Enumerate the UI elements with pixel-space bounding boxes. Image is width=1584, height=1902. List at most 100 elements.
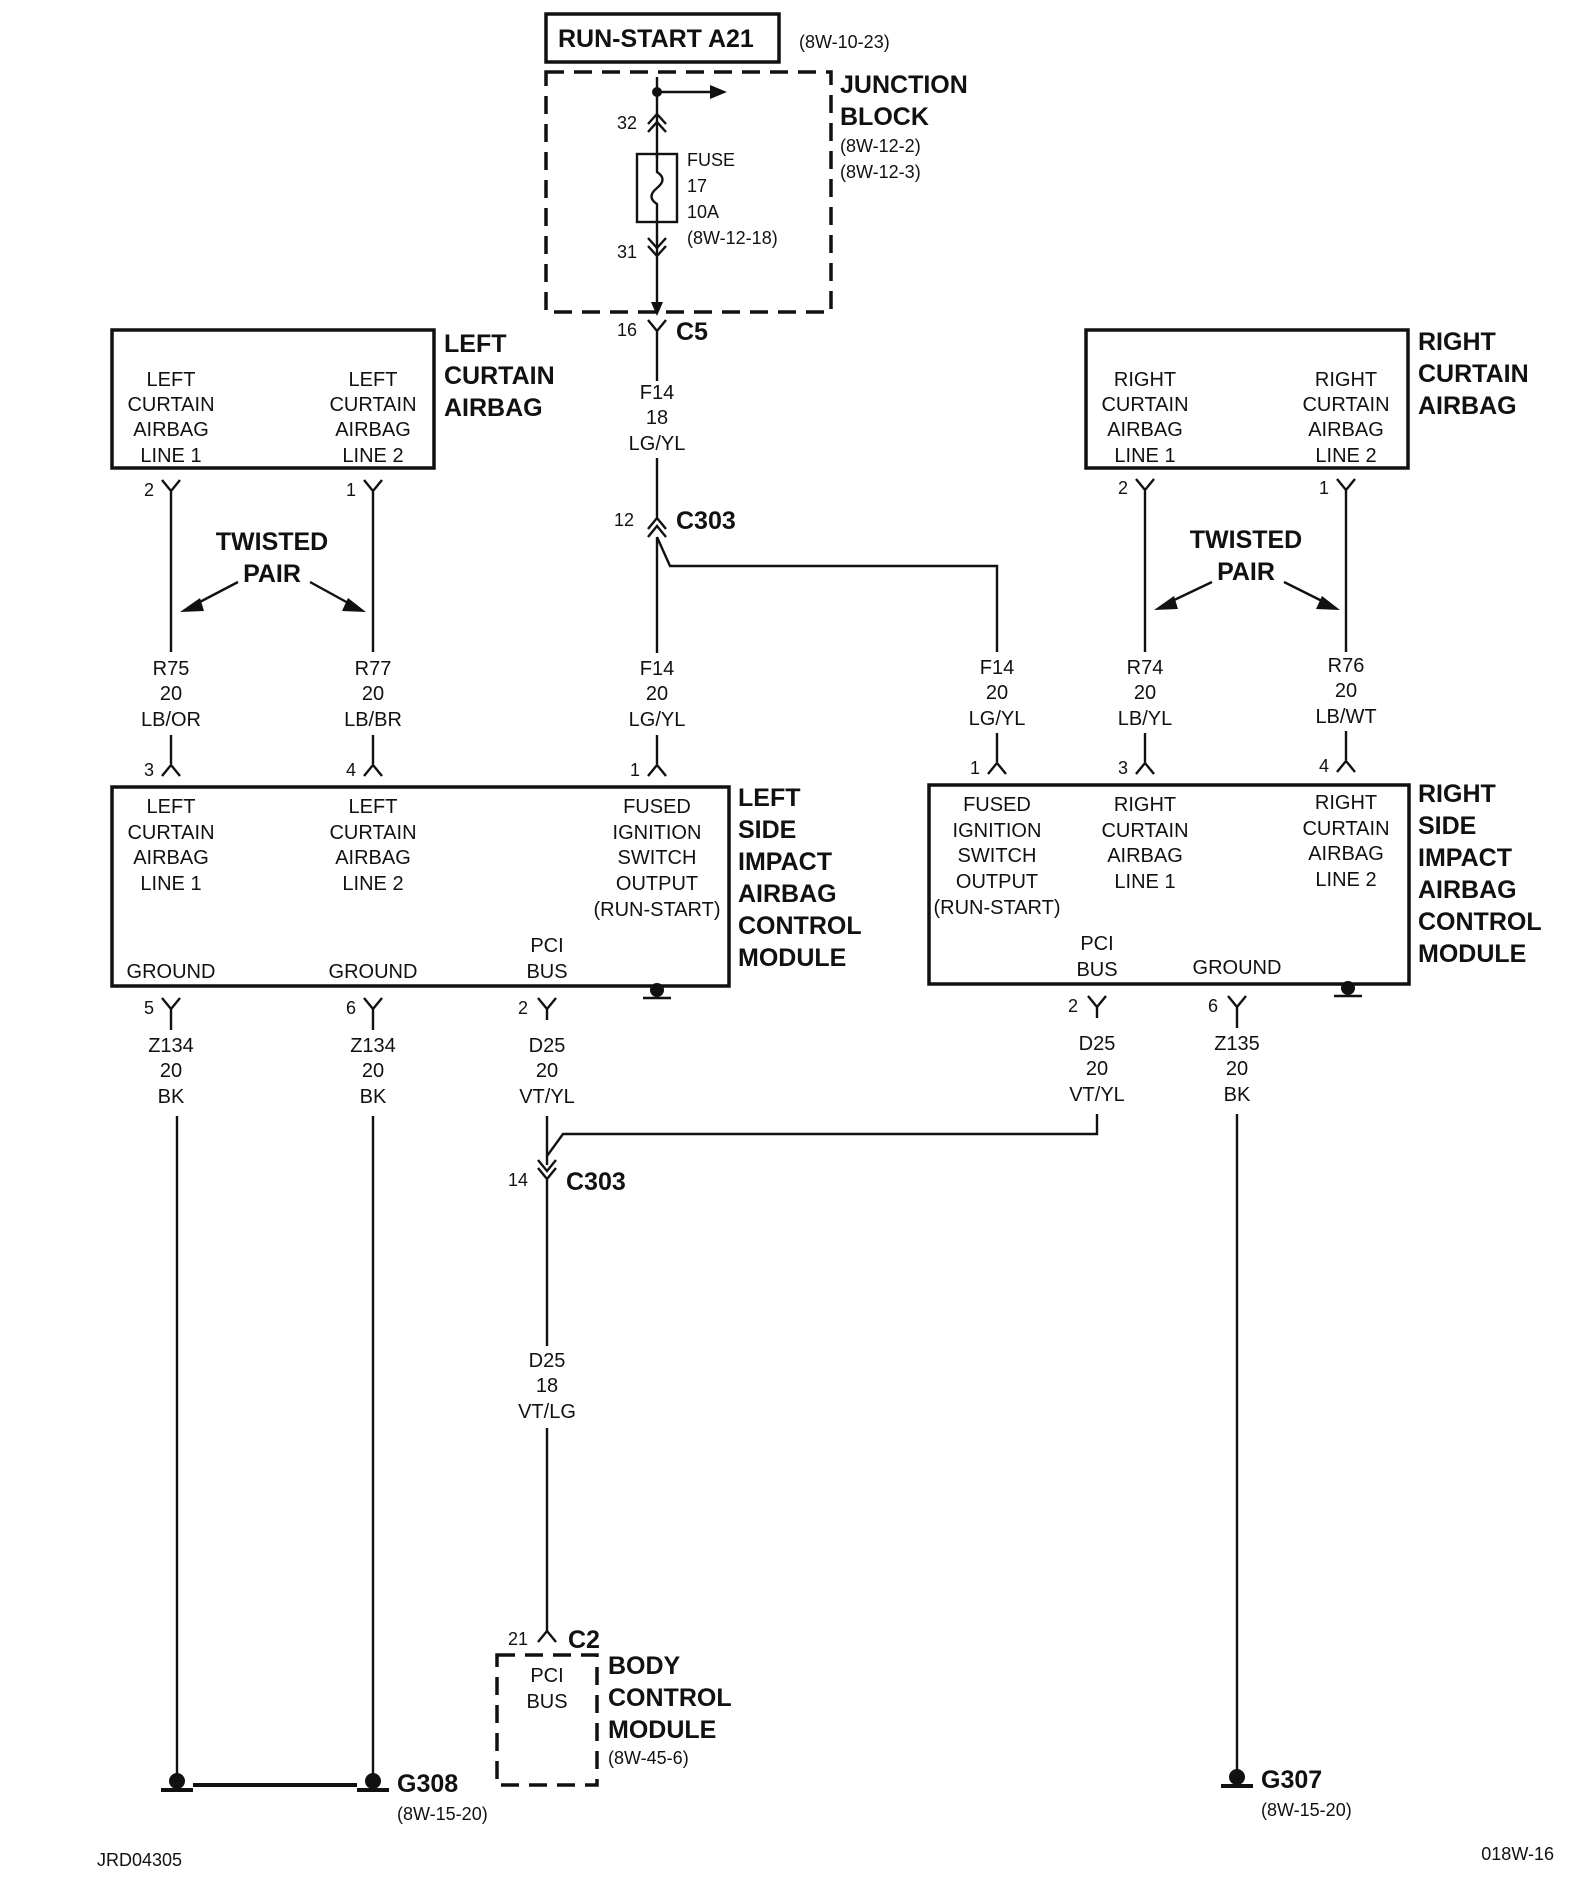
left-module-cell3-4: OUTPUT: [616, 873, 698, 895]
r77-color: LB/BR: [344, 709, 402, 731]
twisted-left-arrow-b: [309, 580, 351, 606]
c303-top-label: C303: [676, 507, 736, 535]
left-curtain-line1-text-2: CURTAIN: [127, 394, 214, 416]
twisted-left-arrow-a: [195, 580, 239, 606]
d25-left-circuit: D25: [529, 1035, 566, 1057]
pin-32-connector-icon: [647, 112, 667, 133]
f14-top-color: LG/YL: [629, 433, 686, 455]
left-module-cell1-4: LINE 1: [140, 873, 201, 895]
f14-right-circuit: F14: [980, 657, 1014, 679]
f14-top-circuit: F14: [640, 382, 674, 404]
bcm-bus: BUS: [526, 1691, 567, 1713]
c5-label: C5: [676, 318, 708, 346]
left-module-pin5: 5: [144, 998, 154, 1018]
right-curtain-line2-text-4: LINE 2: [1315, 445, 1376, 467]
left-module-cell2-4: LINE 2: [342, 873, 403, 895]
z135-color: BK: [1224, 1084, 1251, 1106]
right-module-pin6-icon: [1227, 995, 1247, 1018]
r74-gauge: 20: [1134, 682, 1156, 704]
right-module-cell1-4: OUTPUT: [956, 871, 1038, 893]
r76-gauge: 20: [1335, 680, 1357, 702]
pin-31-label: 31: [617, 242, 637, 262]
f14-left-color: LG/YL: [629, 709, 686, 731]
left-module-title-2: SIDE: [738, 816, 796, 844]
d25-left-gauge: 20: [536, 1060, 558, 1082]
left-module-cell3-1: FUSED: [623, 796, 691, 818]
right-curtain-line2-text-2: CURTAIN: [1302, 394, 1389, 416]
left-curtain-line2-text-3: AIRBAG: [335, 419, 411, 441]
f14-right-color: LG/YL: [969, 708, 1026, 730]
left-module-cell2-1: LEFT: [349, 796, 398, 818]
right-curtain-pin2-icon: [1135, 478, 1155, 500]
right-module-pin4-icon: [1336, 759, 1356, 773]
footer-right-code: 018W-16: [1481, 1844, 1554, 1864]
f14-right-gauge: 20: [986, 682, 1008, 704]
f14-left-gauge: 20: [646, 683, 668, 705]
right-module-pin2-icon: [1087, 995, 1107, 1018]
footer-left-code: JRD04305: [97, 1850, 182, 1870]
d25-bcm-gauge: 18: [536, 1375, 558, 1397]
right-module-bus: BUS: [1076, 959, 1117, 981]
bcm-pin: 21: [508, 1629, 528, 1649]
fuse-element-icon: [650, 154, 664, 222]
left-module-cell1-3: AIRBAG: [133, 847, 209, 869]
right-module-cell2-4: LINE 1: [1114, 871, 1175, 893]
g308-ground-icon: [365, 1773, 381, 1789]
junction-block-ref-1: (8W-12-2): [840, 136, 921, 156]
right-curtain-pin2: 2: [1118, 478, 1128, 498]
g307-ref: (8W-15-20): [1261, 1800, 1352, 1820]
left-curtain-title-1: LEFT: [444, 330, 507, 358]
left-module-cell3-5: (RUN-START): [593, 899, 720, 921]
r76-color: LB/WT: [1315, 706, 1376, 728]
r77-circuit: R77: [355, 658, 392, 680]
left-module-cell1-2: CURTAIN: [127, 822, 214, 844]
d25-right-circuit: D25: [1079, 1033, 1116, 1055]
z135-circuit: Z135: [1214, 1033, 1260, 1055]
g308-label: G308: [397, 1770, 458, 1798]
left-curtain-line2-text-4: LINE 2: [342, 445, 403, 467]
left-module-title-5: CONTROL: [738, 912, 862, 940]
r75-color: LB/OR: [141, 709, 201, 731]
c303-mid-label: C303: [566, 1168, 626, 1196]
g307-ground-icon: [1229, 1769, 1245, 1785]
left-module-pin1: 1: [630, 760, 640, 780]
left-module-bus: BUS: [526, 961, 567, 983]
right-module-pin3-icon: [1135, 761, 1155, 775]
right-module-cell2-1: RIGHT: [1114, 794, 1176, 816]
right-module-cell1-3: SWITCH: [958, 845, 1037, 867]
left-module-pin5-icon: [161, 997, 181, 1020]
junction-block-name-1: JUNCTION: [840, 71, 968, 99]
right-curtain-title-1: RIGHT: [1418, 328, 1496, 356]
left-curtain-pin1-icon: [363, 479, 383, 502]
r77-gauge: 20: [362, 683, 384, 705]
left-module-pin6: 6: [346, 998, 356, 1018]
twisted-pair-left-2: PAIR: [243, 560, 301, 588]
run-start-ref: (8W-10-23): [799, 32, 890, 52]
d25-left-color: VT/YL: [519, 1086, 575, 1108]
left-module-cell3-2: IGNITION: [613, 822, 702, 844]
run-start-label: RUN-START A21: [558, 25, 754, 53]
z134-b-circuit: Z134: [350, 1035, 396, 1057]
left-module-pin2: 2: [518, 998, 528, 1018]
left-curtain-airbag-box: [110, 328, 436, 470]
bcm-connector: C2: [568, 1626, 600, 1654]
twisted-right-arrow-b: [1283, 580, 1325, 604]
g308-ground-left-icon: [169, 1773, 185, 1789]
right-curtain-title-2: CURTAIN: [1418, 360, 1529, 388]
g308-ref: (8W-15-20): [397, 1804, 488, 1824]
right-module-pin6: 6: [1208, 996, 1218, 1016]
left-curtain-title-3: AIRBAG: [444, 394, 543, 422]
right-module-title-1: RIGHT: [1418, 780, 1496, 808]
left-module-pin2-icon: [537, 997, 557, 1020]
left-module-title-6: MODULE: [738, 944, 846, 972]
z134-b-gauge: 20: [362, 1060, 384, 1082]
left-module-case-ground-icon: [650, 983, 664, 997]
twisted-pair-right-2: PAIR: [1217, 558, 1275, 586]
junction-block-outline: [544, 70, 833, 314]
bcm-pci: PCI: [530, 1665, 563, 1687]
fuse-label-2: 17: [687, 176, 707, 196]
right-module-title-5: CONTROL: [1418, 908, 1542, 936]
pin-31-connector-icon: [647, 237, 667, 258]
right-curtain-airbag-box: [1084, 328, 1410, 470]
